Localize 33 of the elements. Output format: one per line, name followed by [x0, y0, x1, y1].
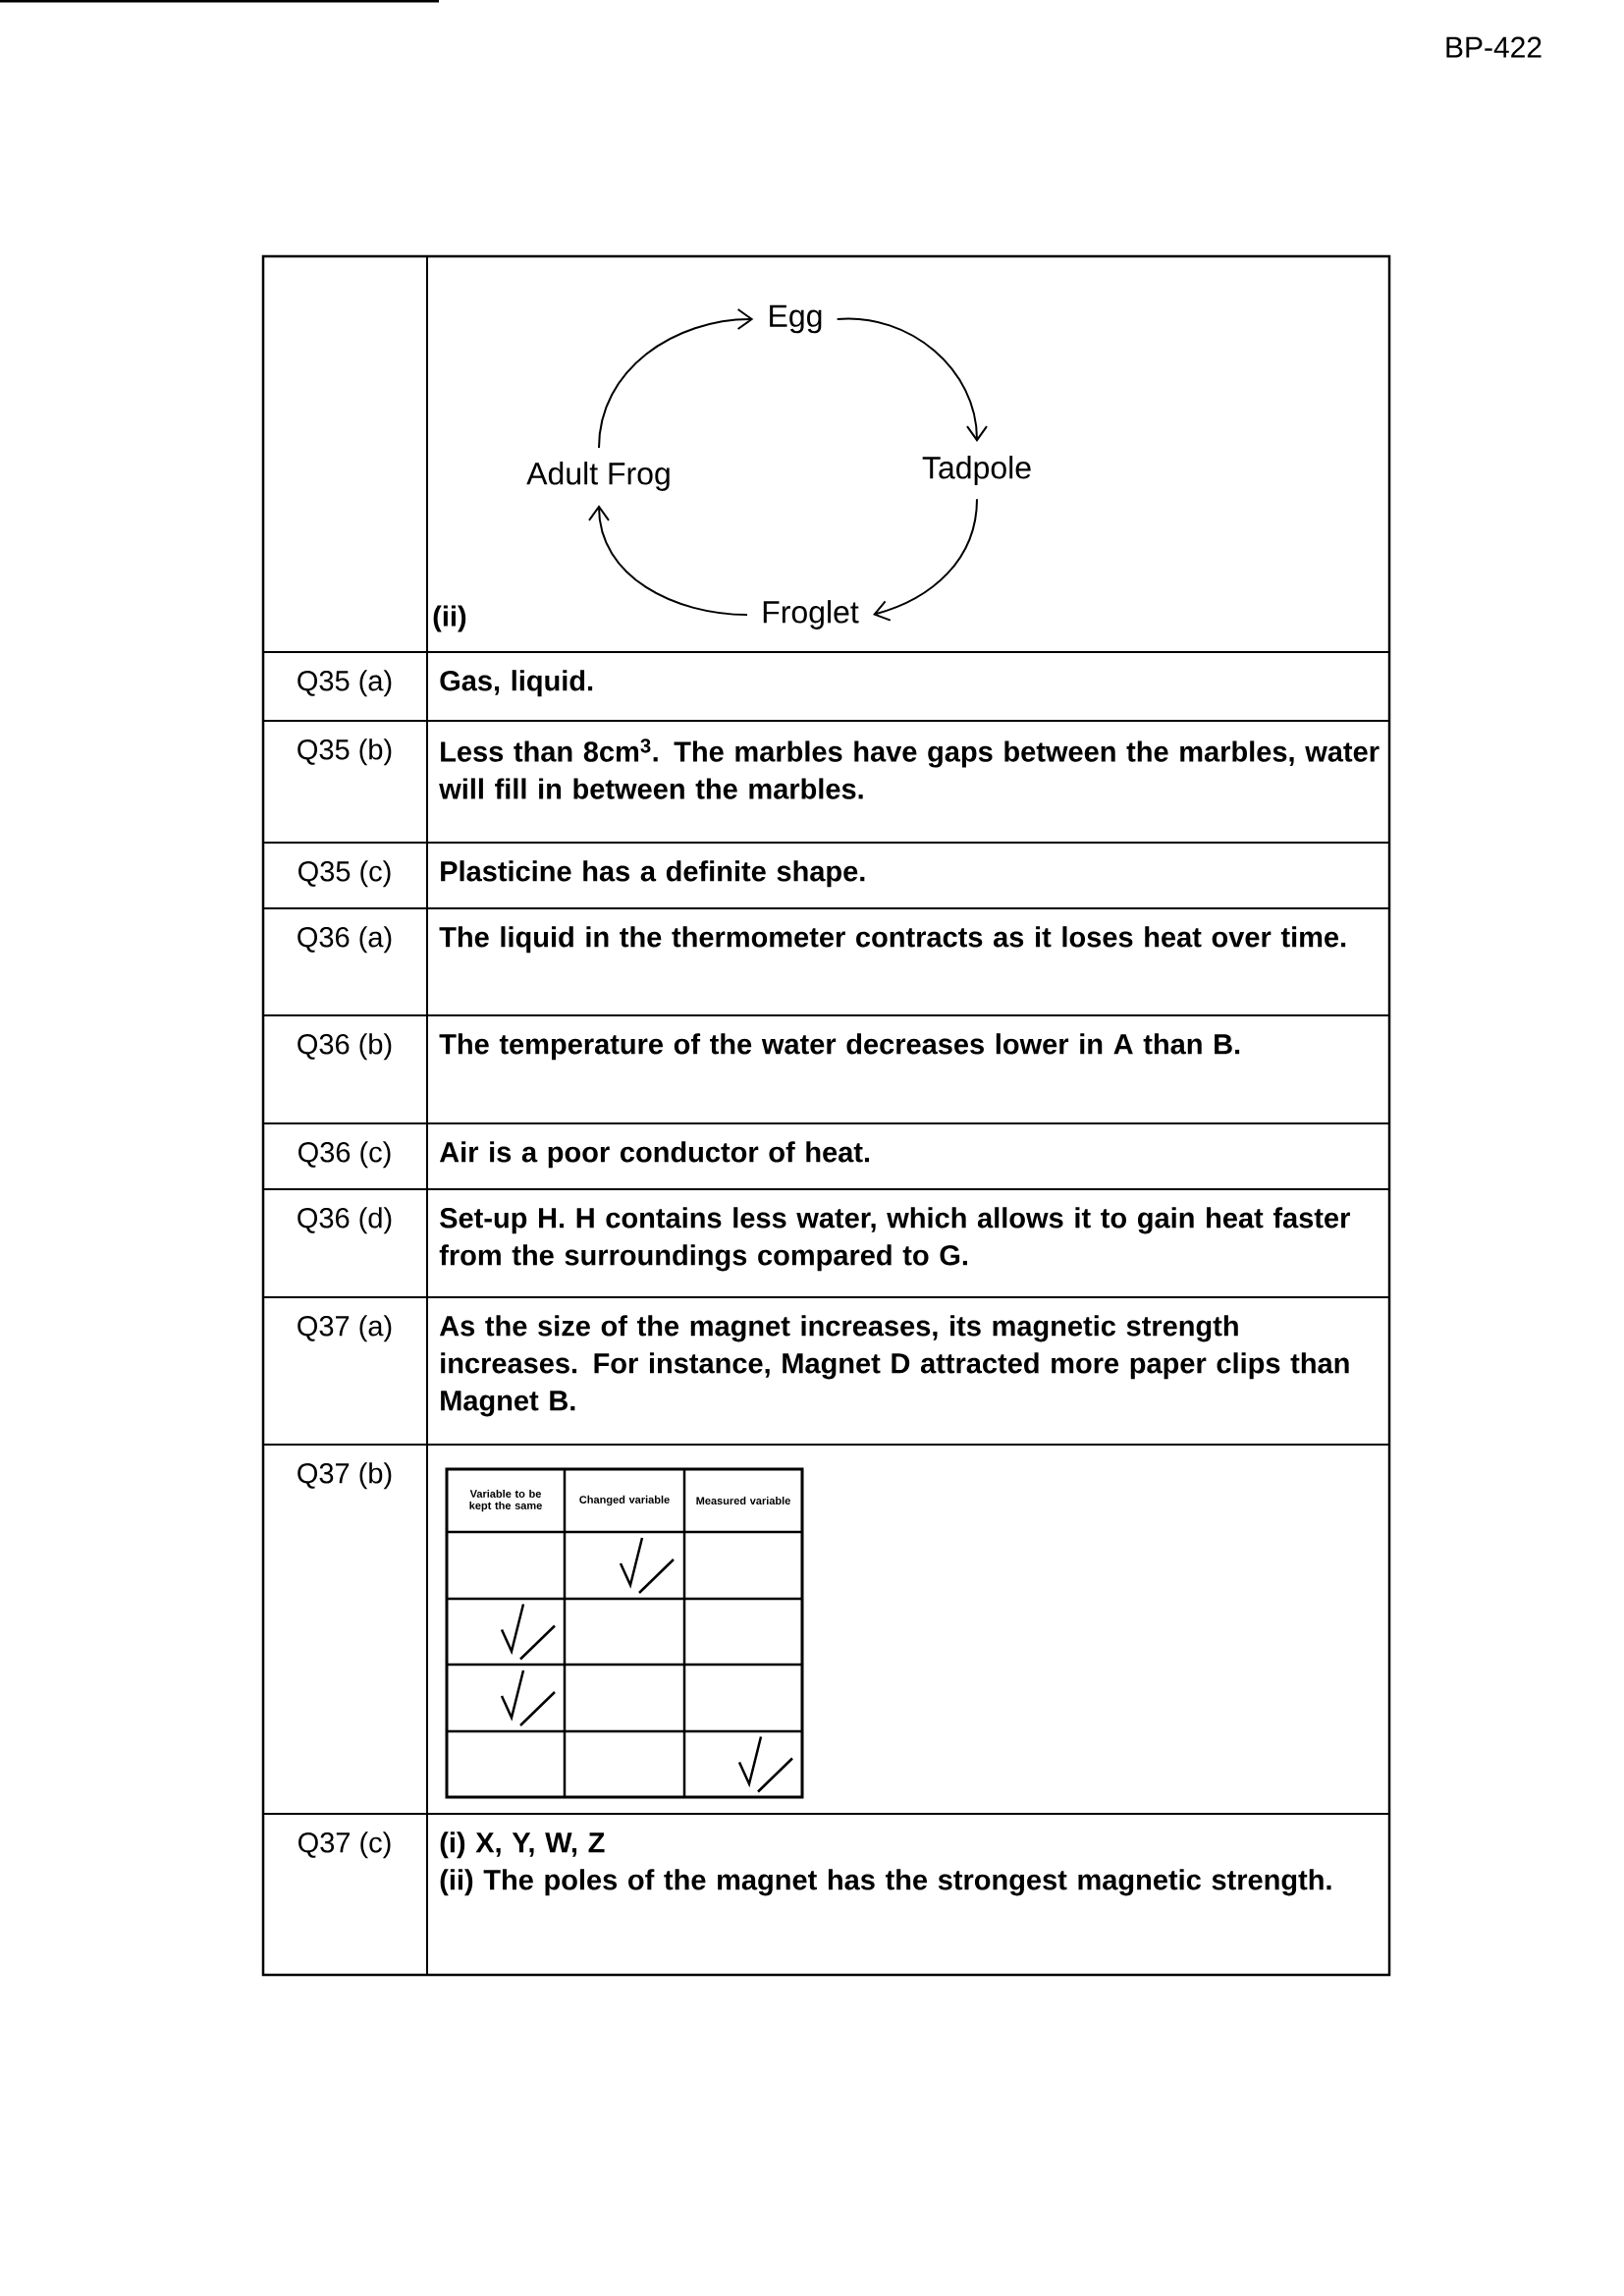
- question-number: Q35 (c): [298, 860, 391, 888]
- question-number: Q36 (a): [298, 926, 392, 954]
- question-number: Q37 (c): [298, 1831, 391, 1859]
- stage-label: Froglet: [763, 600, 859, 629]
- header-text: Measured variable: [696, 1497, 790, 1505]
- arrow: [598, 308, 754, 449]
- question-number: Q35 (b): [298, 738, 392, 766]
- question-number: Q36 (c): [298, 1141, 391, 1169]
- header-text: Variable to be kept the same: [469, 1489, 542, 1512]
- answer-text: As the size of the magnet increases, its magnetic strength increases. For instance, Magnet D attracted more paper clips than Magnet B.: [439, 1315, 1349, 1417]
- arrow: [588, 505, 748, 616]
- answer-text: Plasticine has a definite shape.: [441, 860, 865, 888]
- page-code: BP-422: [1446, 36, 1542, 58]
- part-label: (ii): [433, 605, 466, 632]
- stage-label: Tadpole: [922, 456, 1031, 485]
- answer-text: Air is a poor conductor of heat.: [439, 1141, 870, 1169]
- question-number: Q37 (b): [298, 1462, 392, 1490]
- answer-text: Gas, liquid.: [440, 670, 593, 697]
- answer-text: Set-up H. H contains less water, which allows it to gain heat faster from the surroundings compared to G.: [439, 1207, 1350, 1272]
- answer-text: The temperature of the water decreases lower in A than B.: [439, 1033, 1240, 1061]
- answer-text: (i) X, Y, W, Z: [440, 1831, 605, 1859]
- answer-text: The liquid in the thermometer contracts as it loses heat over time.: [439, 926, 1346, 954]
- answer-text: (ii) The poles of the magnet has the strongest magnetic strength.: [440, 1869, 1331, 1896]
- answer-text: Less than 8cm$^{3}$. The marbles have gaps between the marbles, water will fill in between the marbles.: [439, 738, 1380, 799]
- arrow: [873, 498, 978, 622]
- question-number: Q36 (b): [298, 1033, 392, 1061]
- stage-label: Adult Frog: [526, 462, 670, 491]
- question-number: Q35 (a): [298, 670, 392, 697]
- question-number: Q37 (a): [298, 1315, 392, 1342]
- arrow: [836, 317, 988, 442]
- header-text: Changed variable: [579, 1495, 670, 1506]
- question-number: Q36 (d): [298, 1207, 392, 1234]
- stage-label: Egg: [770, 304, 822, 334]
